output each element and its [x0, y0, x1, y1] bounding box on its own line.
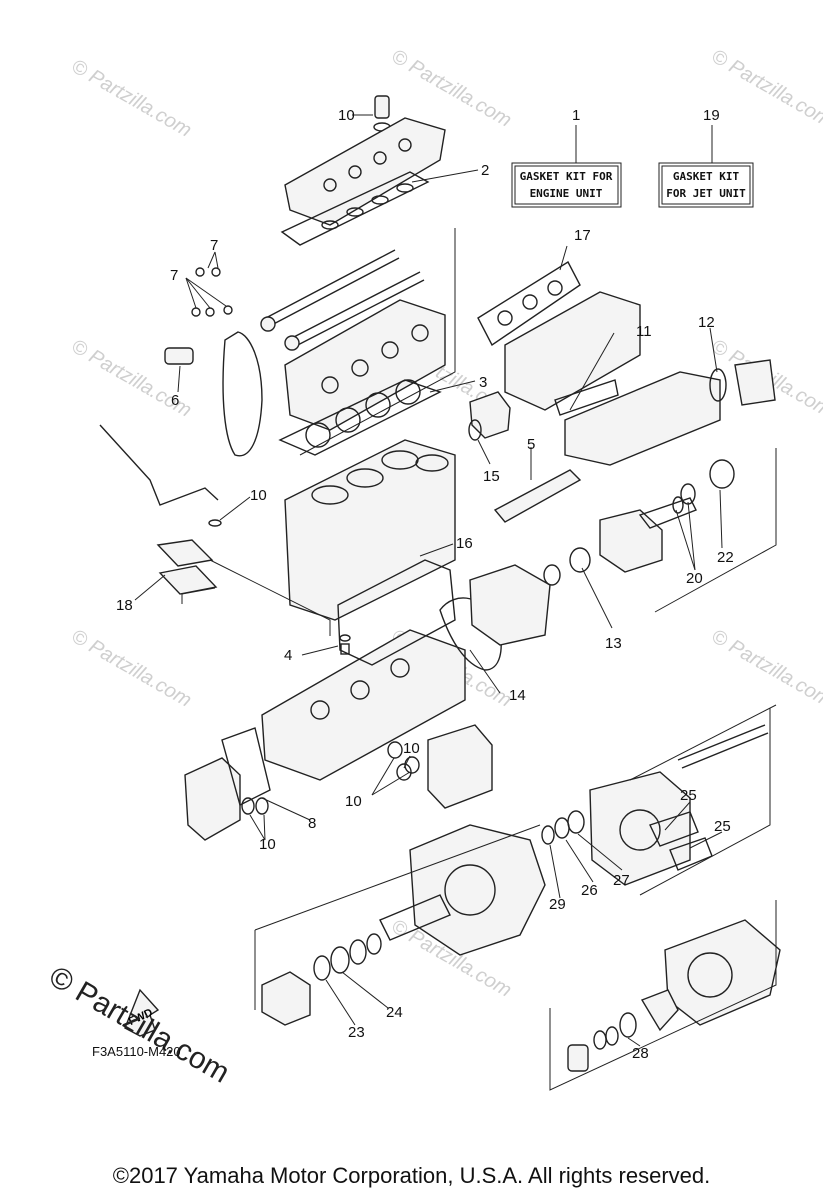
o-ring-part: [208, 519, 351, 655]
callout-14: 12: [698, 314, 715, 331]
cylinder-block-part: [284, 439, 456, 621]
callout-7: 7: [210, 237, 218, 254]
bearing-seals-part: [541, 810, 585, 845]
cylinder-head-gasket-part: [278, 379, 442, 456]
drive-shaft-part: [677, 724, 769, 769]
impeller-shaft-part: [543, 459, 735, 586]
exhaust-joint-part: [709, 359, 776, 406]
callout-19: 17: [574, 227, 591, 244]
kit-box-line1: GASKET KIT FOR: [520, 170, 613, 183]
callout-15: 13: [605, 635, 622, 652]
watermark-text: © Partzilla.com: [68, 625, 196, 711]
gasket-kit-jet-box: GASKET KIT FOR JET UNIT: [658, 125, 754, 208]
callout-16: 14: [509, 687, 526, 704]
callout-21: 19: [703, 107, 720, 124]
callout-7: 7: [170, 267, 178, 284]
watermark-text: © Partzilla.com: [68, 55, 196, 141]
callout-labels: 10 1 19 2 7 7 17 11 12 6 3 5 15 10 16 22…: [116, 107, 734, 1062]
stator-housing-part: [469, 564, 551, 646]
kit-box-line1: GASKET KIT: [673, 170, 740, 183]
callout-25: 25: [680, 787, 697, 804]
callout-11: 10: [250, 487, 267, 504]
callout-1: 1: [572, 107, 580, 124]
callout-27: 27: [613, 872, 630, 889]
gasket-kit-engine-box: GASKET KIT FOR ENGINE UNIT: [511, 125, 622, 208]
side-cover-part: [493, 469, 582, 523]
drive-coupler-part: [379, 894, 451, 941]
oil-dipstick-part: [99, 424, 219, 506]
oil-filler-cap-part: [373, 95, 391, 132]
callout-28: 28: [632, 1045, 649, 1062]
callout-8: 8: [308, 815, 316, 832]
callout-26: 26: [581, 882, 598, 899]
exhaust-manifold-gasket-part: [477, 261, 581, 347]
leader-lines: [134, 114, 723, 1047]
kit-box-line2: FOR JET UNIT: [666, 187, 746, 200]
callout-12: 10: [338, 107, 355, 124]
callout-23: 22: [717, 549, 734, 566]
watermark-text: © Partzilla.com: [708, 625, 823, 711]
head-cover-gasket-part: [280, 171, 430, 246]
crankcase-part: [261, 629, 466, 781]
callout-17: 15: [483, 468, 500, 485]
oil-separator-gasket-part: [337, 559, 456, 666]
stator-seals-part: [313, 933, 382, 981]
oil-pump-cover-part: [184, 727, 271, 841]
cover-plates-part: [156, 539, 218, 595]
callout-23: 23: [348, 1024, 365, 1041]
thermostat-housing-part: [468, 391, 511, 441]
copyright-footer: ©2017 Yamaha Motor Corporation, U.S.A. A…: [112, 1163, 711, 1188]
impeller-housing-part: [409, 824, 546, 956]
timing-chain-part: [222, 331, 263, 457]
bearings-part: [241, 741, 420, 815]
callout-25: 25: [714, 818, 731, 835]
callout-20: 18: [116, 597, 133, 614]
callout-29: 29: [549, 896, 566, 913]
nozzle-part: [664, 919, 781, 1026]
callout-10: 10: [403, 740, 420, 757]
kit-box-line2: ENGINE UNIT: [530, 187, 603, 200]
figure-code: F3A5110-M420: [92, 1044, 181, 1059]
callout-6: 6: [171, 392, 179, 409]
fwd-arrow-icon: FWD: [124, 988, 160, 1037]
callout-3: 3: [479, 374, 487, 391]
cover-gasket-part: [439, 597, 502, 671]
callout-22: 20: [686, 570, 703, 587]
exhaust-pipe-part: [554, 371, 721, 466]
cylinder-head-cover-part: [284, 117, 446, 226]
callout-4: 4: [284, 647, 292, 664]
chain-tensioner-part: [164, 347, 194, 365]
generator-cover-part: [427, 724, 493, 809]
callout-13: 11: [636, 323, 652, 340]
camshafts-part: [260, 249, 425, 351]
callout-5: 5: [527, 436, 535, 453]
callout-18: 16: [456, 535, 473, 552]
cylinder-head-part: [284, 299, 446, 431]
group-frames: [181, 228, 777, 1091]
rear-seals-part: [567, 989, 679, 1072]
callout-2: 2: [481, 162, 489, 179]
jet-housing-part: [589, 771, 691, 886]
watermark-text: © Partzilla.com: [708, 45, 823, 131]
callout-9: 10: [259, 836, 276, 853]
front-cover-part: [261, 971, 311, 1026]
bolts-part: [191, 267, 233, 317]
callout-10: 10: [345, 793, 362, 810]
callout-24: 24: [386, 1004, 403, 1021]
exhaust-manifold-part: [504, 291, 641, 411]
